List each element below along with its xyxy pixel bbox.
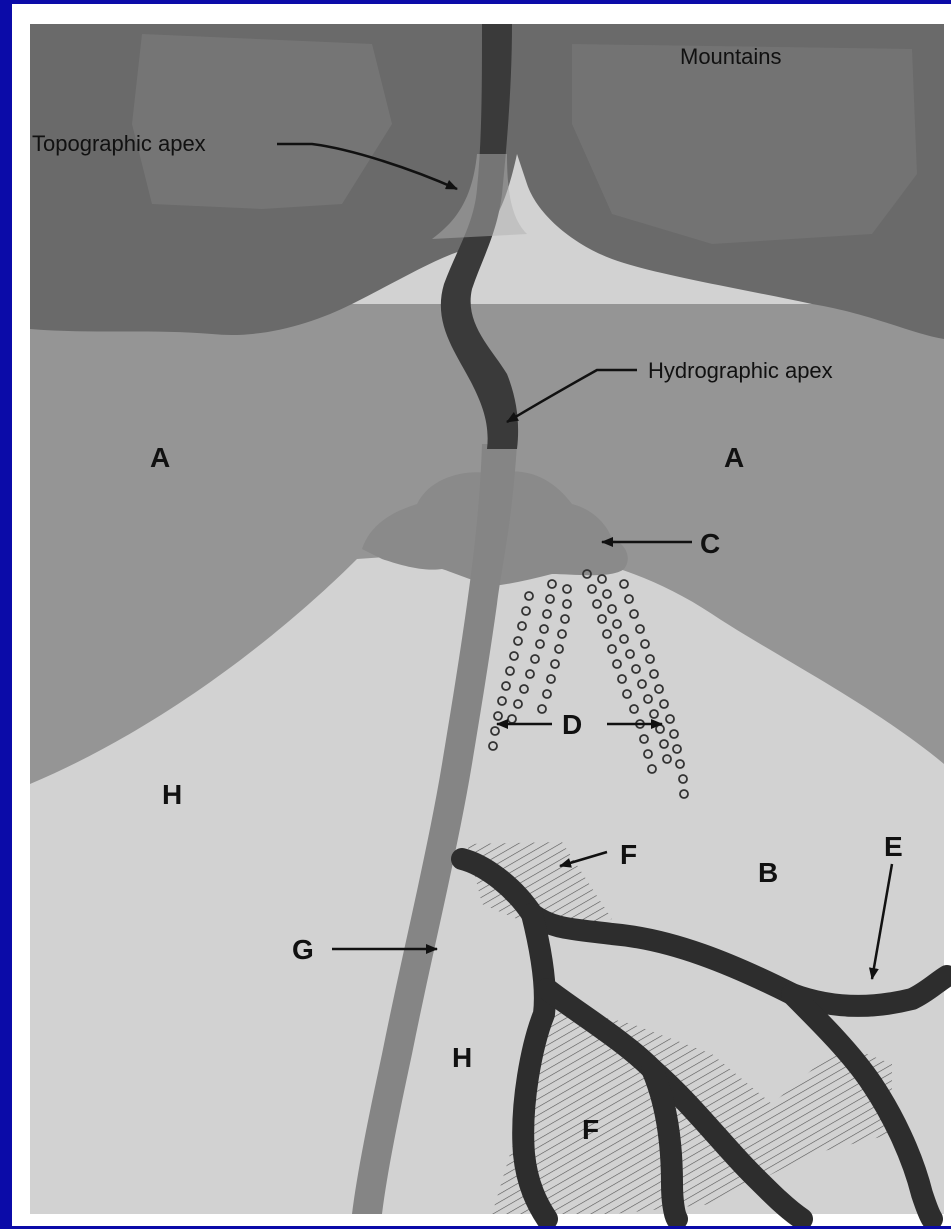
mountain-highlight-right	[572, 44, 917, 244]
label-d: D	[562, 709, 582, 740]
label-e: E	[884, 831, 903, 862]
alluvial-fan-diagram: Mountains Topographic apex Hydrographic …	[12, 4, 951, 1226]
label-f-upper: F	[620, 839, 637, 870]
label-hydrographic-apex: Hydrographic apex	[648, 358, 833, 383]
mountain-highlight-left	[132, 34, 392, 209]
label-c: C	[700, 528, 720, 559]
label-g: G	[292, 934, 314, 965]
label-h-lower: H	[452, 1042, 472, 1073]
label-topographic-apex: Topographic apex	[32, 131, 206, 156]
label-a-left: A	[150, 442, 170, 473]
label-b: B	[758, 857, 778, 888]
label-a-right: A	[724, 442, 744, 473]
diagram-frame: Mountains Topographic apex Hydrographic …	[12, 4, 951, 1226]
label-h-left: H	[162, 779, 182, 810]
label-f-lower: F	[582, 1114, 599, 1145]
label-mountains: Mountains	[680, 44, 782, 69]
